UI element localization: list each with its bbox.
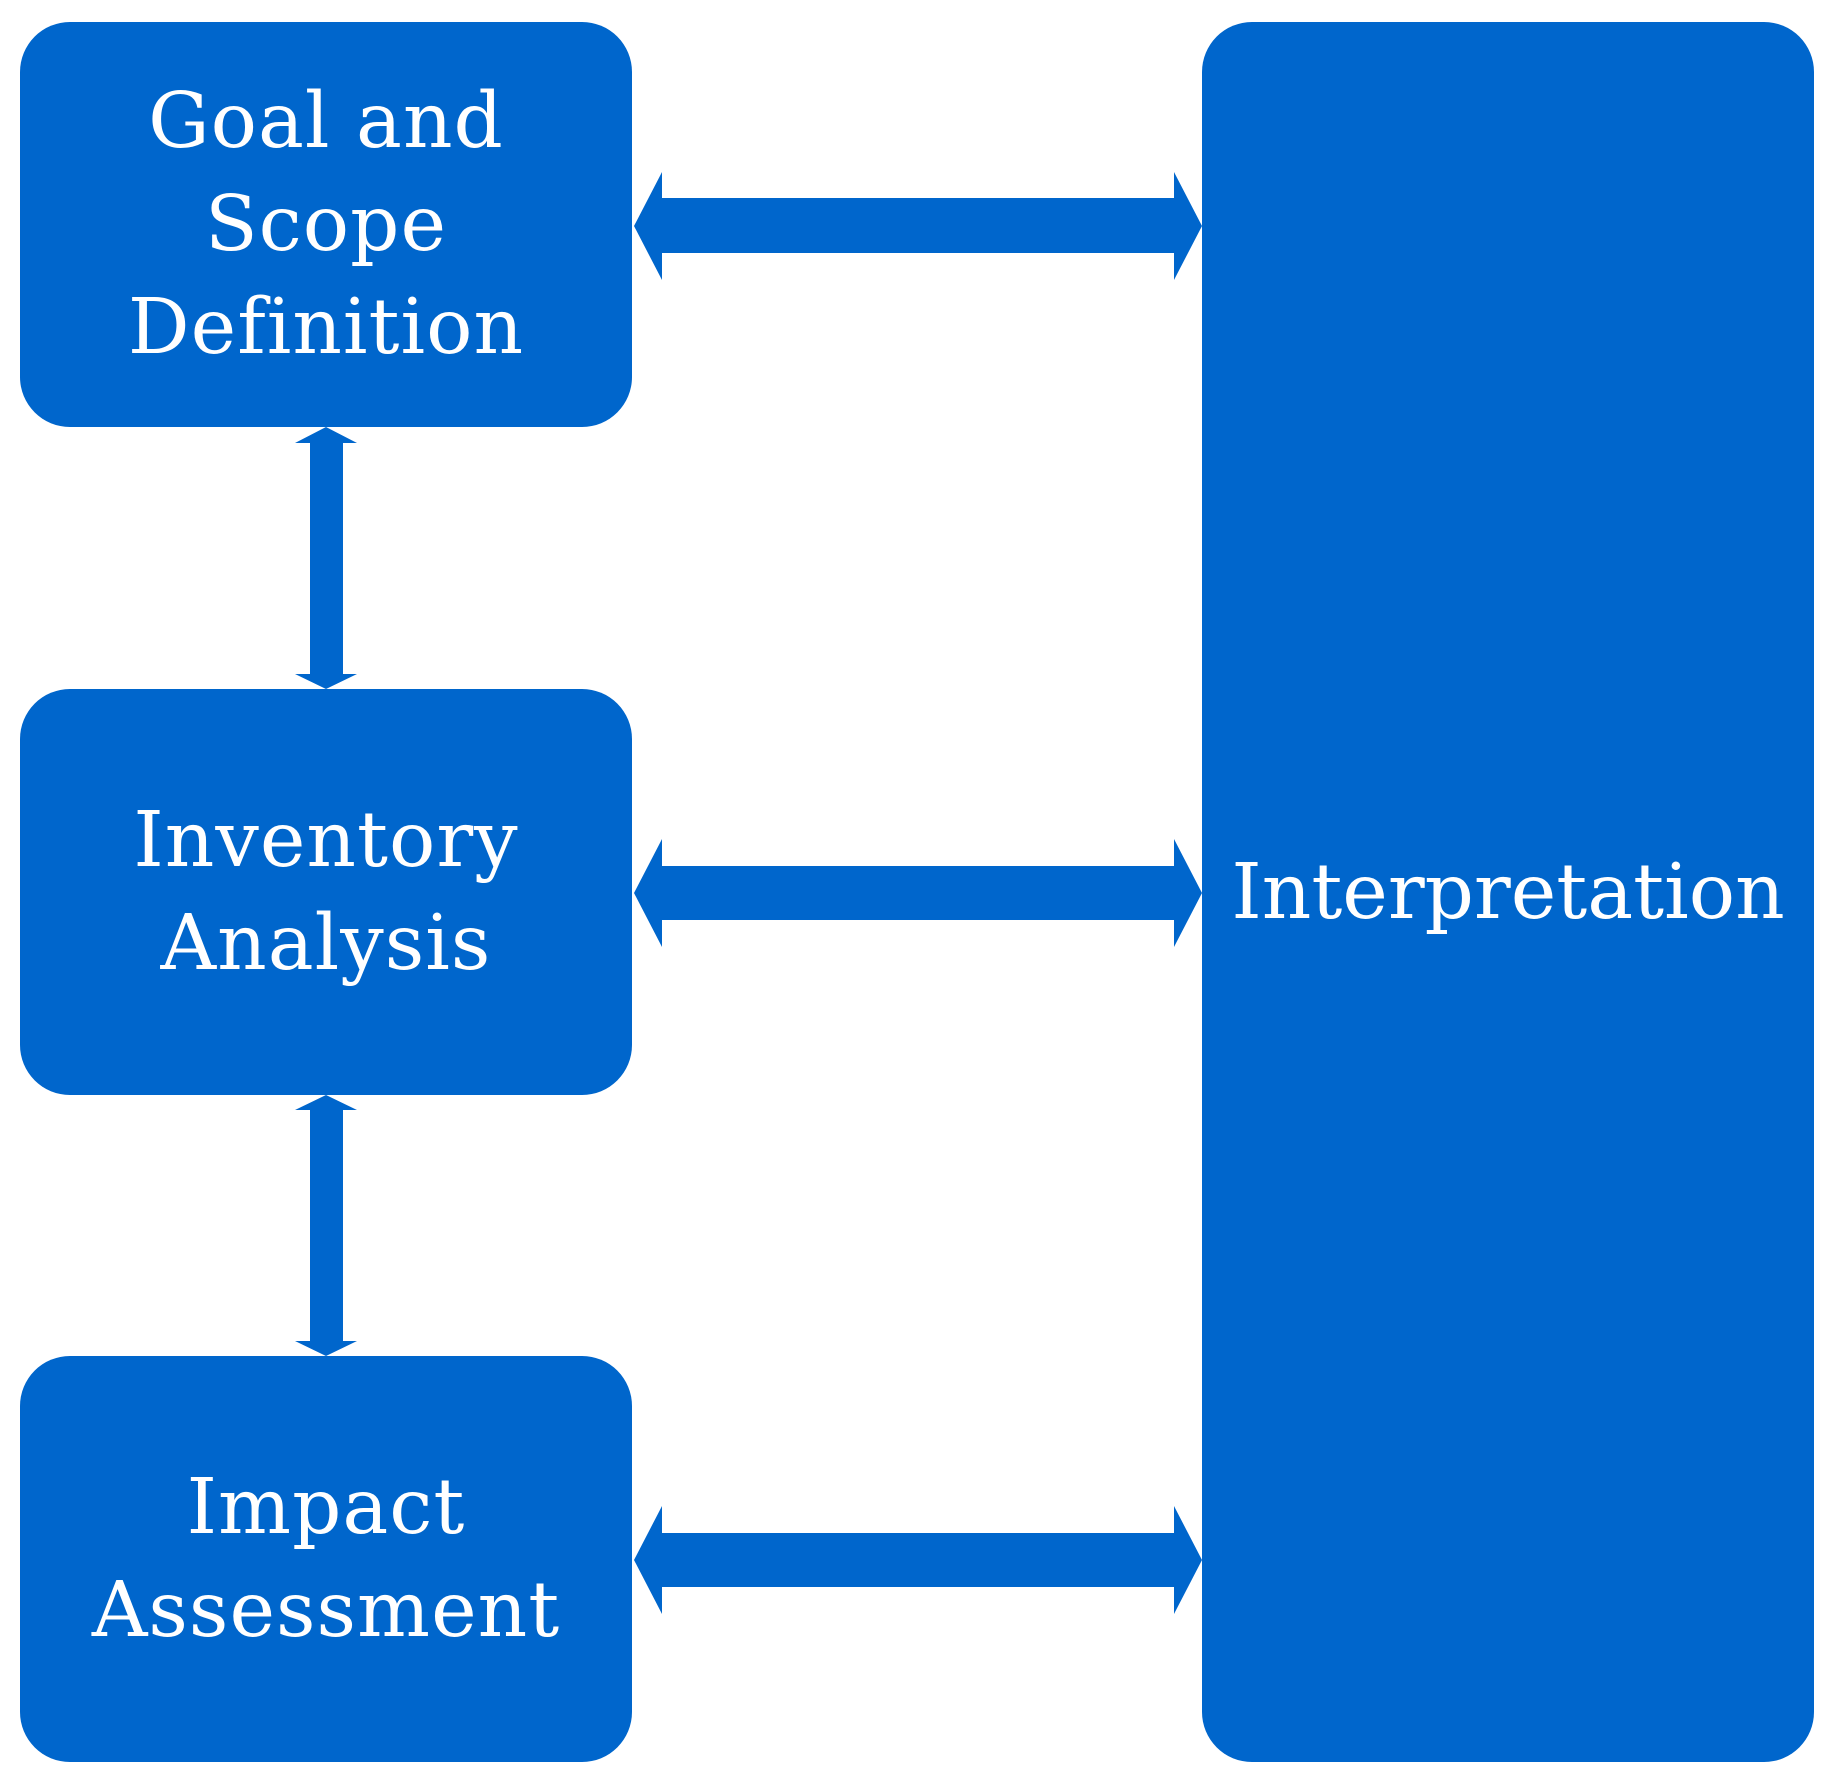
goal-and-scope-definition-label: Goal and Scope Definition (127, 77, 525, 372)
arrow-inventory-to-impact (295, 1095, 357, 1356)
impact-assessment-box: Impact Assessment (20, 1356, 632, 1762)
impact-assessment-label: Impact Assessment (91, 1463, 561, 1655)
inventory-analysis-label: Inventory Analysis (133, 796, 519, 988)
interpretation-box: Interpretation (1202, 22, 1814, 1762)
goal-and-scope-definition-box: Goal and Scope Definition (20, 22, 632, 427)
inventory-analysis-box: Inventory Analysis (20, 689, 632, 1095)
arrow-goal-to-interpretation (634, 172, 1202, 280)
interpretation-label: Interpretation (1231, 847, 1785, 937)
arrow-inventory-to-interpretation (634, 839, 1202, 947)
arrow-impact-to-interpretation (634, 1506, 1202, 1614)
arrow-goal-to-inventory (295, 427, 357, 689)
